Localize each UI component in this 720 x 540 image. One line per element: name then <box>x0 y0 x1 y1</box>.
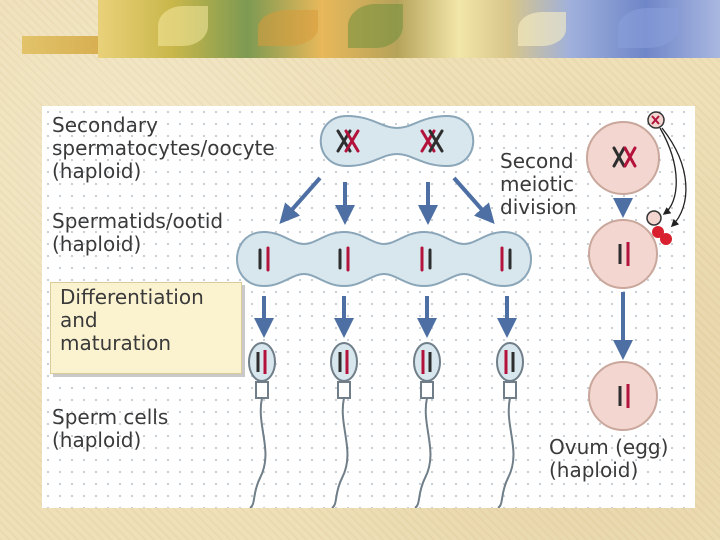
ovum-cell <box>588 361 658 431</box>
label-sperm-cells: Sperm cells (haploid) <box>52 405 169 452</box>
polar-body-arrows <box>659 127 687 228</box>
sperm-cell <box>496 342 524 508</box>
chromosome-x <box>336 129 360 153</box>
leaf-decoration <box>618 8 678 48</box>
sperm-cell <box>248 342 276 508</box>
chromosome-x <box>420 129 444 153</box>
sperm-cell <box>413 342 441 508</box>
sperm-cells <box>248 342 524 508</box>
leaf-decoration <box>518 12 566 46</box>
sperm-cell <box>330 342 358 508</box>
maturation-arrows <box>254 296 517 338</box>
leaf-decoration <box>158 6 208 46</box>
label-differentiation: Differentiation and maturation <box>60 285 204 355</box>
label-ovum: Ovum (egg) (haploid) <box>549 435 669 482</box>
oocyte-cell <box>586 121 660 195</box>
label-secondary-spermatocytes: Secondary spermatocytes/oocyte (haploid) <box>52 113 275 183</box>
label-second-meiotic-division: Second meiotic division <box>500 149 577 219</box>
spermatid-chromosomes <box>258 246 512 272</box>
ootid-cell <box>588 219 658 289</box>
leaf-decoration <box>258 10 318 46</box>
banner-accent-strip <box>22 36 122 54</box>
polar-body <box>647 111 665 129</box>
decorative-banner <box>98 0 720 58</box>
label-spermatids: Spermatids/ootid (haploid) <box>52 209 224 256</box>
spermatid-cells <box>236 230 532 288</box>
differentiation-highlight-box <box>50 282 242 374</box>
diagram-drawing <box>236 111 687 508</box>
division-arrows <box>279 176 495 225</box>
meiosis-diagram: Secondary spermatocytes/oocyte (haploid)… <box>42 106 695 508</box>
polar-bodies <box>646 210 672 245</box>
secondary-spermatocyte-cells <box>319 114 475 168</box>
leaf-decoration <box>348 4 403 48</box>
